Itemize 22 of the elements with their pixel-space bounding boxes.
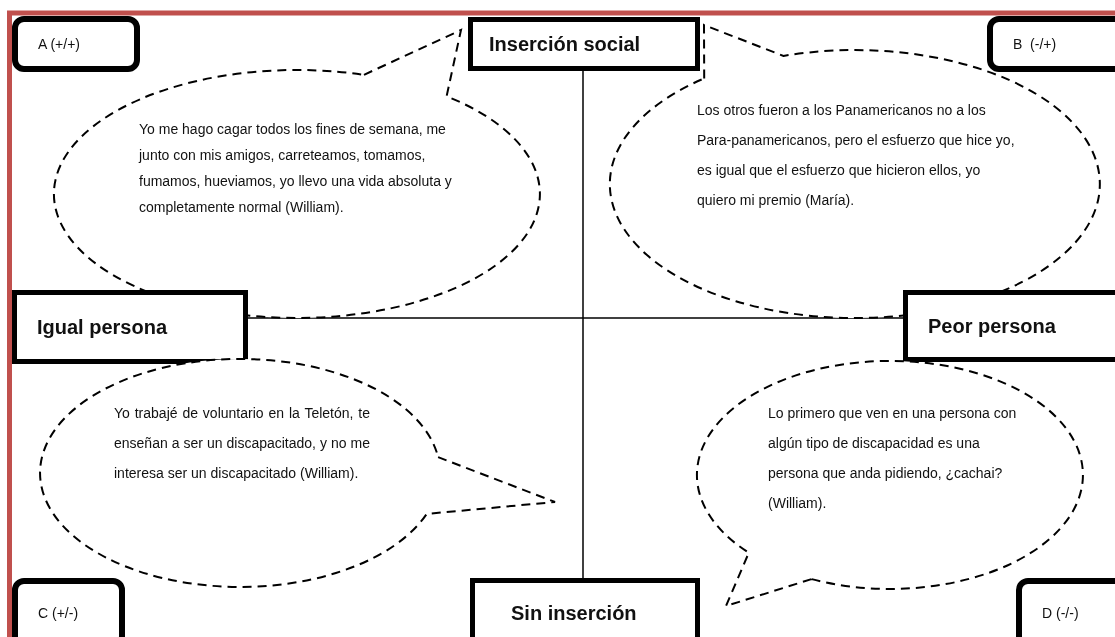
quadrant-code: D (-/-) [1042,605,1079,621]
quadrant-label [987,16,1115,72]
quote-text: Yo me hago cagar todos los fines de semana, me junto con mis amigos, carreteamos, tomamos, fumamos, hueviamos, yo llevo una vida absoluta y completamente normal (William). [139,120,453,217]
axis-line [247,317,904,319]
quadrant-code: C (+/-) [38,605,79,621]
quadrant-code: A (+/+) [38,36,81,52]
axis-label-box [12,290,248,364]
axis-title: Peor persona [928,314,1056,338]
quadrant-code: B (-/+) [1013,36,1057,52]
axis-title: Sin inserción [511,601,637,625]
quote-text: Lo primero que ven en una persona con algún tipo de discapacidad es una persona que anda pidiendo, ¿cachai? (William). [768,404,1018,513]
quadrant-label [1016,578,1115,637]
axis-label-box [468,17,700,71]
axis-title: Igual persona [37,315,168,339]
quote-text: Yo trabajé de voluntario en la Teletón, te enseñan a ser un discapacitado, y no me interesa ser un discapacitado (William). [114,404,370,483]
quadrant-label [12,16,140,72]
axis-title: Inserción social [489,32,641,56]
quote-text: Los otros fueron a los Panamericanos no a los Para-panamericanos, pero el esfuerzo que hice yo, es igual que el esfuerzo que hicieron ellos, yo quiero mi premio (María). [697,101,1016,210]
quadrant-label [12,578,125,637]
axis-label-box [903,290,1115,362]
axis-label-box [470,578,700,637]
axis-line [582,70,584,579]
